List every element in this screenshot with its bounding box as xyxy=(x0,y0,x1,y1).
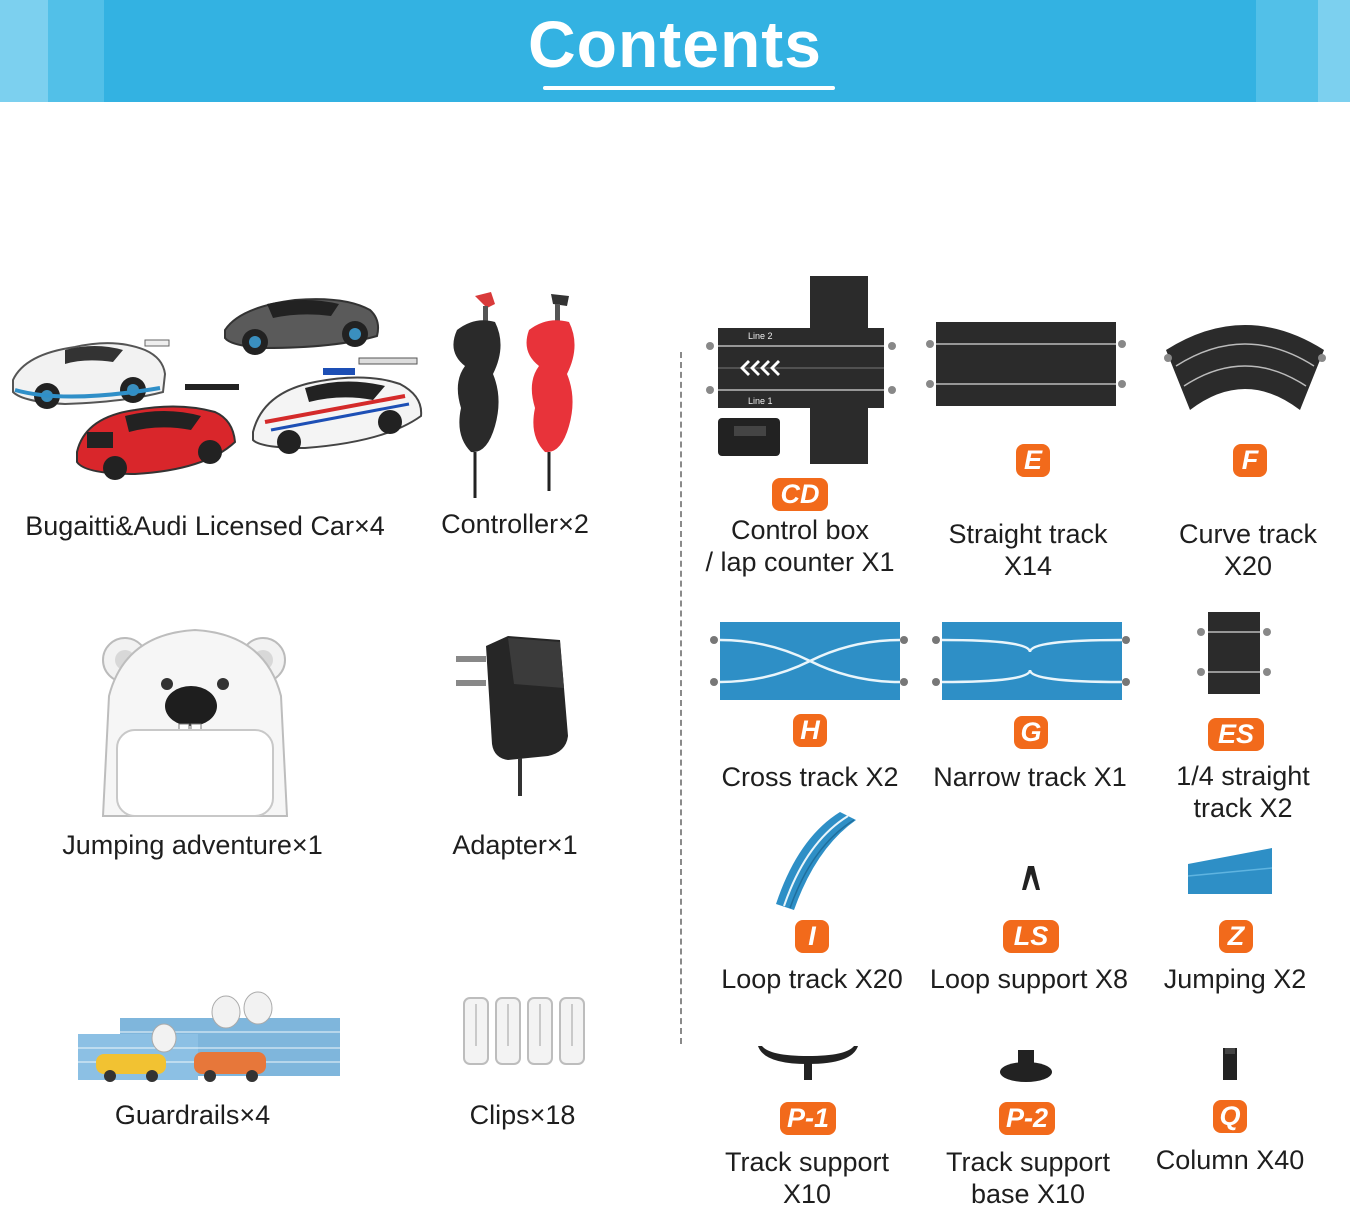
cars-illustration xyxy=(12,298,423,480)
part-badge-es: ES xyxy=(1208,718,1264,751)
part-label-column: Column X40 xyxy=(1155,1145,1305,1175)
page-title: Contents xyxy=(528,7,822,81)
part-badge-e: E xyxy=(1016,444,1050,477)
part-label-line1: Track support xyxy=(945,1147,1111,1177)
controllers-label: Controller×2 xyxy=(441,509,589,539)
part-badge-p1: P-1 xyxy=(780,1102,836,1135)
narrow-track-illustration xyxy=(932,622,1130,700)
straight-track-illustration xyxy=(926,322,1126,406)
part-label-line2: track X2 xyxy=(1193,793,1293,823)
jumping-adventure-illustration xyxy=(101,628,289,817)
part-badge-ls: LS xyxy=(1003,920,1059,953)
part-label-line2: X10 xyxy=(782,1179,832,1209)
part-label-control-box: Control box / lap counter X1 xyxy=(700,514,900,578)
part-label-quarter-straight-track: 1/4 straight track X2 xyxy=(1150,760,1336,824)
loop-track-illustration xyxy=(776,812,856,910)
section-divider xyxy=(680,352,682,1044)
quarter-straight-track-illustration xyxy=(1197,612,1271,694)
cars-label: Bugaitti&Audi Licensed Car×4 xyxy=(25,511,385,541)
control-box-illustration: Line 2 Line 1 xyxy=(706,276,896,464)
part-badge-p2: P-2 xyxy=(999,1102,1055,1135)
clips-label: Clips×18 xyxy=(469,1100,576,1130)
column-illustration xyxy=(1223,1048,1237,1080)
part-label-line2: X14 xyxy=(1003,551,1053,581)
adapter-illustration xyxy=(456,636,568,796)
part-label-loop-track: Loop track X20 xyxy=(721,964,903,994)
part-label-track-support: Track support X10 xyxy=(712,1146,902,1210)
part-badge-z: Z xyxy=(1219,920,1253,953)
clips-illustration xyxy=(463,997,585,1065)
banner-edge-left-inner xyxy=(48,0,104,102)
part-label-line1: 1/4 straight xyxy=(1176,761,1310,791)
part-label-track-support-base: Track support base X10 xyxy=(930,1146,1126,1210)
banner-edge-left xyxy=(0,0,48,102)
controllers-illustration xyxy=(453,292,575,498)
part-badge-q: Q xyxy=(1213,1100,1247,1133)
jumping-ramp-illustration xyxy=(1187,848,1273,894)
part-label-jumping: Jumping X2 xyxy=(1163,964,1307,994)
part-label-line2: X20 xyxy=(1223,551,1273,581)
banner-edge-right-inner xyxy=(1256,0,1318,102)
part-badge-f: F xyxy=(1233,444,1267,477)
lane2-text: Line 2 xyxy=(748,331,773,341)
guardrails-label: Guardrails×4 xyxy=(114,1100,271,1130)
part-label-line1: Track support xyxy=(724,1147,890,1177)
banner-edge-right xyxy=(1318,0,1350,102)
adapter-label: Adapter×1 xyxy=(452,830,578,860)
header-banner: Contents xyxy=(0,0,1350,102)
jumping-adventure-label: Jumping adventure×1 xyxy=(62,830,323,860)
part-label-line2: base X10 xyxy=(970,1179,1086,1209)
part-badge-cd: CD xyxy=(772,478,828,511)
part-label-straight-track: Straight track X14 xyxy=(930,518,1126,582)
part-label-curve-track: Curve track X20 xyxy=(1150,518,1346,582)
cross-track-illustration xyxy=(710,622,908,700)
part-label-line1: Control box xyxy=(730,515,870,545)
part-label-cross-track: Cross track X2 xyxy=(721,762,899,792)
part-label-line1: Straight track xyxy=(948,519,1108,549)
track-support-base-illustration xyxy=(1000,1050,1052,1082)
curve-track-illustration xyxy=(1164,325,1326,410)
guardrails-illustration xyxy=(78,991,340,1082)
part-label-line1: Curve track xyxy=(1178,519,1318,549)
loop-support-illustration xyxy=(1022,866,1040,890)
track-support-illustration xyxy=(758,1046,858,1080)
part-label-narrow-track: Narrow track X1 xyxy=(933,762,1127,792)
part-badge-i: I xyxy=(795,920,829,953)
lane1-text: Line 1 xyxy=(748,396,773,406)
part-label-loop-support: Loop support X8 xyxy=(929,964,1129,994)
part-label-line2: / lap counter X1 xyxy=(705,547,895,577)
part-badge-h: H xyxy=(793,714,827,747)
title-underline xyxy=(543,86,835,90)
part-badge-g: G xyxy=(1014,716,1048,749)
